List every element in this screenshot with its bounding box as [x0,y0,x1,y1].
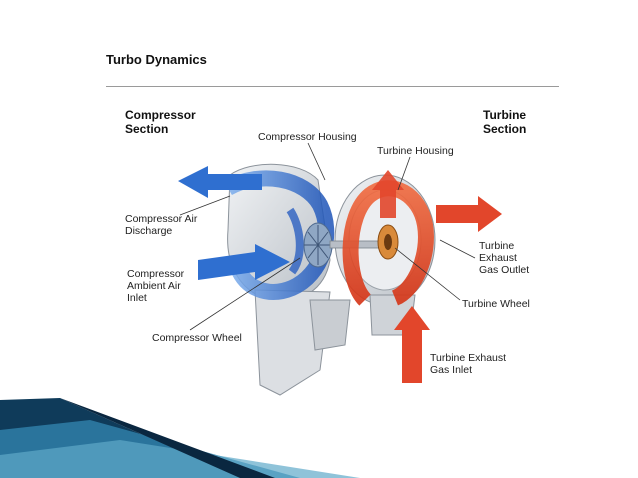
turbine-wheel-shape [377,224,399,260]
label-compressor-air-discharge: Compressor Air Discharge [125,213,198,237]
compressor-ambient-air-inlet-arrow [198,244,290,280]
leader-lines [179,142,476,331]
label-turbine-exhaust-gas-outlet: Turbine Exhaust Gas Outlet [479,240,530,276]
compressor-air-discharge-arrow [178,166,262,198]
label-turbine-wheel: Turbine Wheel [462,298,530,310]
label-turbine-housing: Turbine Housing [377,145,454,157]
slide-title: Turbo Dynamics [106,52,207,67]
turbine-exhaust-gas-inlet-arrow [394,306,430,383]
label-compressor-wheel: Compressor Wheel [152,332,242,344]
turbine-section-heading: Turbine Section [483,108,527,136]
label-compressor-housing: Compressor Housing [258,131,357,143]
label-compressor-ambient-air-inlet: Compressor Ambient Air Inlet [127,268,185,304]
turbine-exhaust-gas-outlet-arrow [436,196,502,232]
title-divider [106,86,559,87]
label-turbine-exhaust-gas-inlet: Turbine Exhaust Gas Inlet [430,352,507,376]
compressor-section-heading: Compressor Section [125,108,196,136]
turbine-housing-up-arrow [372,170,404,218]
